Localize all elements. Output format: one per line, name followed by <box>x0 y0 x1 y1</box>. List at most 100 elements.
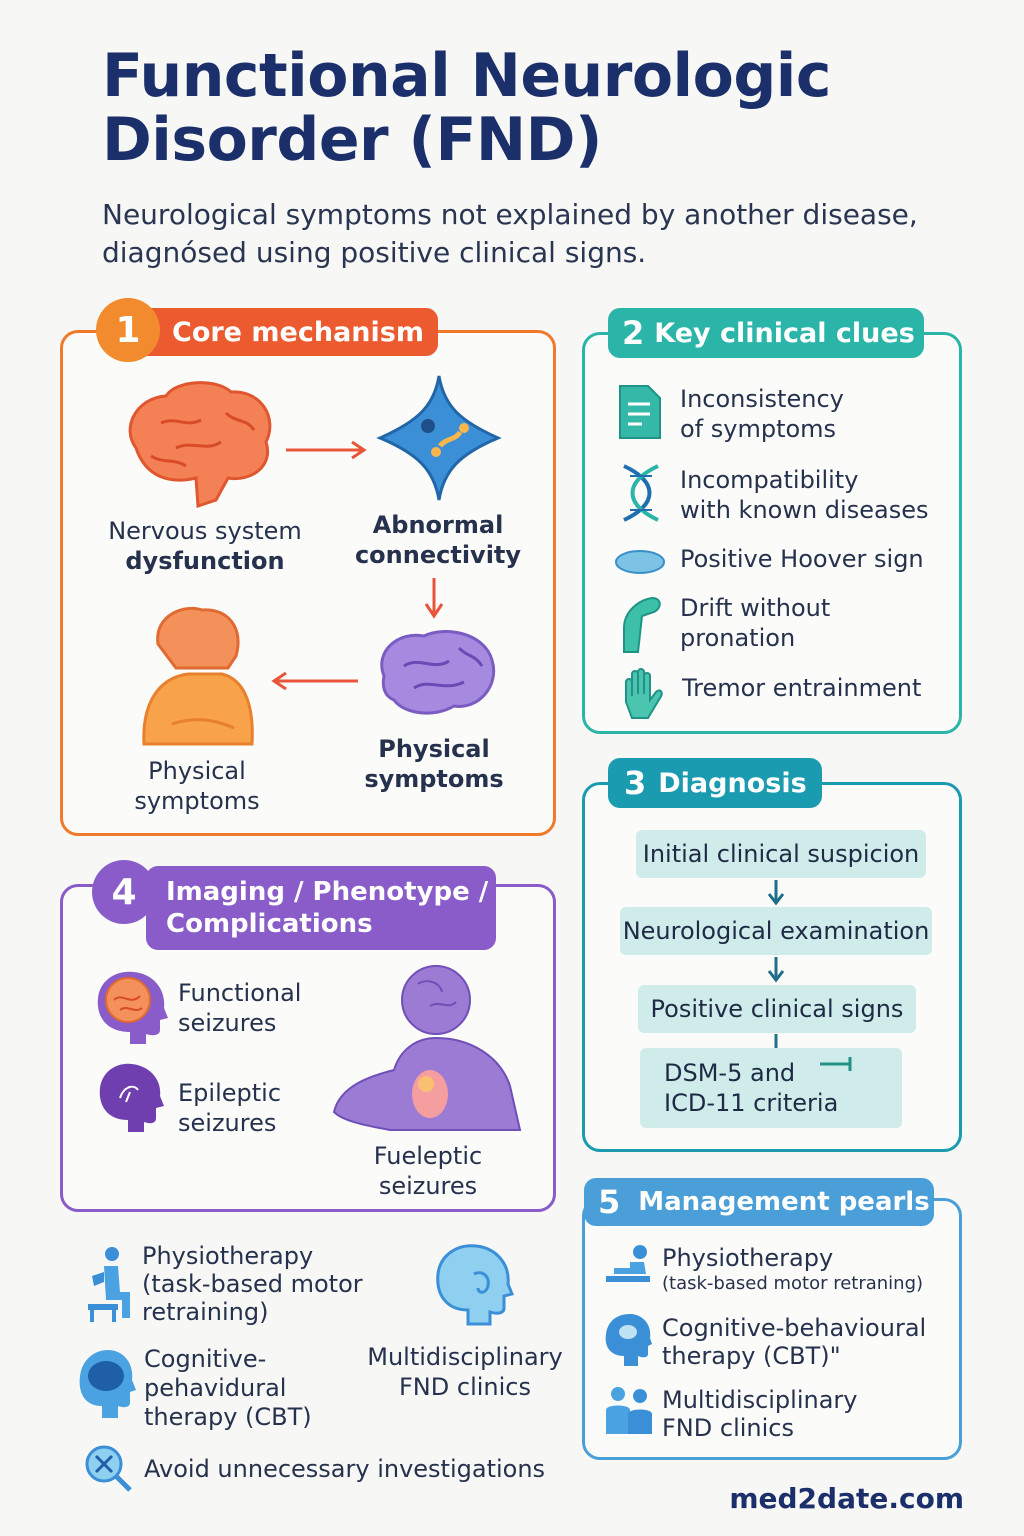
hand-icon <box>625 668 663 719</box>
footer-site[interactable]: med2date.com <box>729 1482 964 1515</box>
physical-left-line-1: Physical <box>148 757 246 785</box>
multidisciplinary-left-label: Multidisciplinary FND clinics <box>360 1342 570 1402</box>
brain-orange-icon <box>128 381 272 509</box>
clinical-clues-card <box>582 332 962 734</box>
brain-purple-icon <box>380 629 496 715</box>
clue4-line-2: pronation <box>680 624 796 652</box>
item2-line-2: seizures <box>178 1109 277 1137</box>
section-3-number: 3 <box>624 764 647 802</box>
connector-line <box>774 1034 778 1048</box>
clue2-line-2: with known diseases <box>680 496 929 524</box>
item2-line-1: Epileptic <box>178 1079 282 1107</box>
physio-left-line-1: Physiotherapy <box>142 1242 314 1270</box>
clue-incompatibility: Incompatibility with known diseases <box>680 465 956 525</box>
physiotherapy-right-label: Physiotherapy (task-based motor retranin… <box>662 1244 952 1296</box>
head-ear-icon <box>436 1244 515 1326</box>
abnormal-line-1: Abnormal <box>372 511 504 539</box>
item1-line-2: seizures <box>178 1009 277 1037</box>
physio-left-line-2: (task-based motor <box>142 1270 363 1298</box>
cbt-left-line-3: therapy (CBT) <box>144 1403 312 1431</box>
page-title: Functional Neurologic Disorder (FND) <box>102 44 982 172</box>
cbt-right-line-1: Cognitive-behavioural <box>662 1314 927 1342</box>
clue2-line-1: Incompatibility <box>680 466 859 494</box>
section-1-number: 1 <box>96 298 160 362</box>
arrow-down-icon <box>424 578 444 619</box>
clue-hoover: Positive Hoover sign <box>680 545 924 573</box>
page-subtitle: Neurological symptoms not explained by a… <box>102 196 1002 272</box>
head-profile-icon <box>99 1063 164 1132</box>
head-brain-blue-icon <box>79 1350 136 1418</box>
team-people-icon <box>606 1387 652 1434</box>
arrow-right-icon <box>286 440 367 460</box>
title-line-2: Disorder (FND) <box>102 105 602 175</box>
magnifier-cross-icon <box>85 1445 132 1492</box>
cbt-left-line-1: Cognitive- <box>144 1345 267 1373</box>
arrow-down-icon <box>767 880 785 906</box>
diagnosis-step-examination: Neurological examination <box>620 907 932 955</box>
head-brain-icon <box>97 971 168 1044</box>
cbt-right-line-2: therapy (CBT)" <box>662 1342 841 1370</box>
physical-left-line-2: symptoms <box>134 787 260 815</box>
clue-inconsistency: Inconsistency of symptoms <box>680 384 950 444</box>
abnormal-line-2: connectivity <box>354 541 522 569</box>
person-orange-icon <box>142 606 254 746</box>
arrow-down-icon <box>767 957 785 983</box>
nervous-system-label: Nervous system dysfunction <box>100 516 310 576</box>
item3-line-2: seizures <box>378 1172 478 1200</box>
cbt-left-line-2: pehavidural <box>144 1374 287 1402</box>
physical-symptoms-left-label: Physical symptoms <box>116 756 278 816</box>
clue1-line-2: of symptoms <box>680 415 837 443</box>
physio-right-line-2: (task-based motor retraning) <box>662 1273 924 1294</box>
core-mechanism-title: Core mechanism <box>172 316 424 348</box>
epileptic-seizures-label: Epileptic seizures <box>178 1078 338 1138</box>
title-line-1: Functional Neurologic <box>102 41 831 111</box>
clinical-clues-badge: 2 Key clinical clues <box>608 308 924 358</box>
physio-right-line-1: Physiotherapy <box>662 1244 834 1272</box>
diagnosis-step-criteria: DSM-5 and ICD-11 criteria <box>640 1048 902 1128</box>
body-silhouette-icon <box>332 965 522 1131</box>
head-cbt-icon <box>605 1314 652 1366</box>
physical-right-line-2: symptoms <box>364 765 504 793</box>
cbt-left-label: Cognitive- pehavidural therapy (CBT) <box>144 1345 344 1432</box>
item3-line-1: Fueleptic <box>373 1142 483 1170</box>
document-icon <box>619 385 661 439</box>
section-4-number: 4 <box>92 860 156 924</box>
fueleptic-seizures-label: Fueleptic seizures <box>350 1141 506 1201</box>
clue4-line-1: Drift without <box>680 594 831 622</box>
physiotherapy-person-icon <box>88 1247 130 1322</box>
diagnosis-badge: 3 Diagnosis <box>608 758 822 808</box>
avoid-investigations-label: Avoid unnecessary investigations <box>144 1455 546 1483</box>
arrow-left-icon <box>271 671 358 691</box>
core-mechanism-badge: Core mechanism <box>132 308 438 356</box>
cbt-right-label: Cognitive-behavioural therapy (CBT)" <box>662 1314 958 1370</box>
functional-seizures-label: Functional seizures <box>178 978 338 1038</box>
neuron-star-icon <box>376 375 502 501</box>
management-badge: 5 Management pearls <box>584 1178 934 1226</box>
imaging-title-line-1: Imaging / Phenotype / <box>166 877 489 907</box>
nervous-line-1: Nervous system <box>108 517 302 545</box>
imaging-badge: Imaging / Phenotype / Complications <box>146 866 496 950</box>
imaging-title-line-2: Complications <box>166 909 373 939</box>
tee-icon <box>820 1057 852 1071</box>
section-2-number: 2 <box>622 314 645 352</box>
diagnosis-step-signs: Positive clinical signs <box>638 985 916 1033</box>
section-5-number: 5 <box>598 1183 621 1221</box>
clue-tremor: Tremor entrainment <box>682 674 922 702</box>
dna-icon <box>623 464 659 522</box>
multi-left-line-2: FND clinics <box>399 1373 531 1401</box>
criteria-line-1: DSM-5 and <box>664 1059 796 1087</box>
management-title: Management pearls <box>638 1187 930 1217</box>
clue1-line-1: Inconsistency <box>680 385 844 413</box>
physio-left-line-3: retraining) <box>142 1298 269 1326</box>
multidisciplinary-right-label: Multidisciplinary FND clinics <box>662 1386 952 1442</box>
abnormal-connectivity-label: Abnormal connectivity <box>346 510 530 570</box>
multi-right-line-1: Multidisciplinary <box>662 1386 858 1414</box>
multi-left-line-1: Multidisciplinary <box>367 1343 563 1371</box>
clue-drift: Drift without pronation <box>680 593 956 653</box>
physiotherapy-bed-icon <box>606 1245 650 1282</box>
item1-line-1: Functional <box>178 979 302 1007</box>
subtitle-line-1: Neurological symptoms not explained by a… <box>102 198 918 231</box>
hoover-pill-icon <box>615 550 665 574</box>
clinical-clues-title: Key clinical clues <box>654 317 915 349</box>
nervous-line-2: dysfunction <box>125 547 285 575</box>
